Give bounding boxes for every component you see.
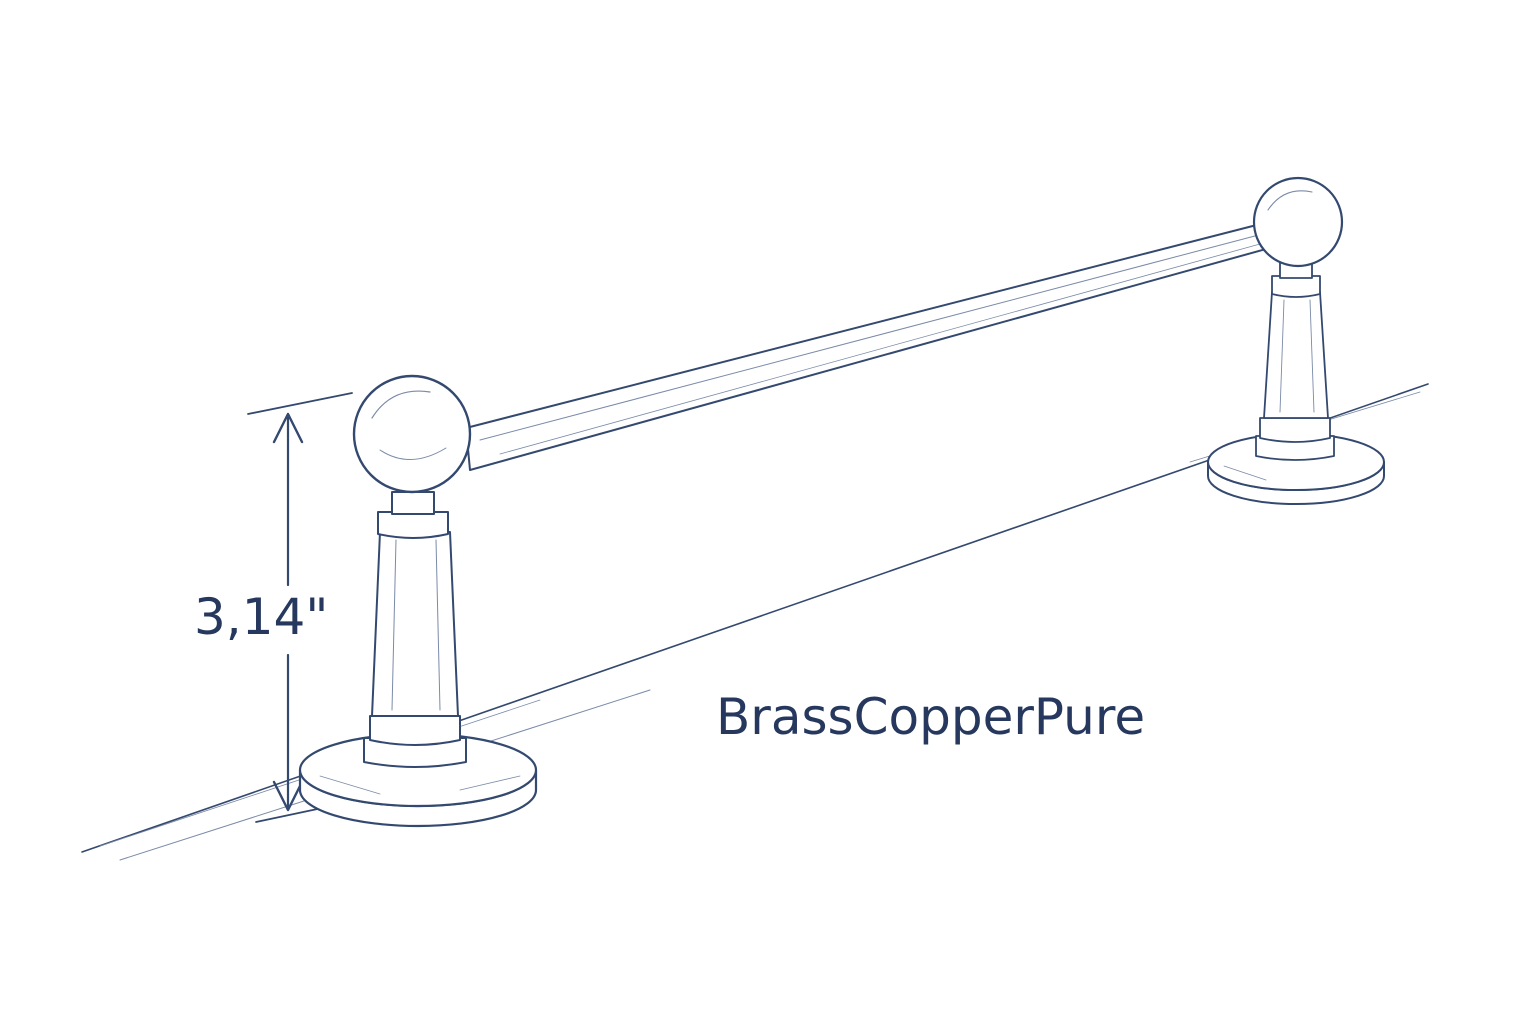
brand-label: BrassCopperPure	[716, 688, 1145, 746]
height-dimension	[247, 392, 361, 823]
height-dimension-label: 3,14"	[194, 588, 328, 646]
towel-rod	[465, 219, 1288, 471]
left-post	[298, 374, 538, 828]
right-post	[1207, 176, 1385, 505]
